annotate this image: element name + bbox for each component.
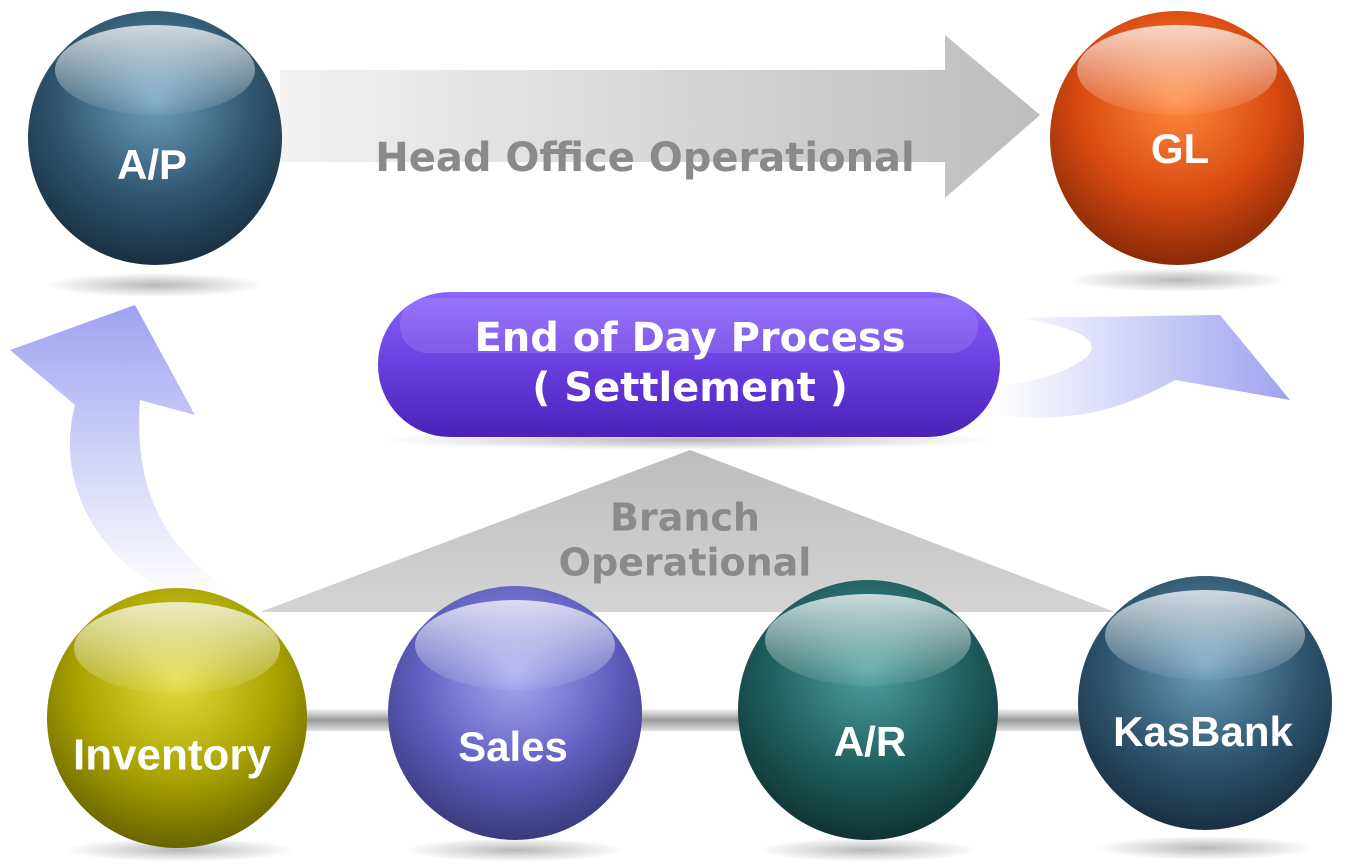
head-office-label: Head Office Operational	[375, 135, 915, 181]
ap-label: A/P	[117, 141, 187, 188]
settlement-subtitle: ( Settlement )	[532, 365, 848, 411]
settlement-title: End of Day Process	[474, 315, 905, 361]
settlement-to-gl-arrow	[995, 315, 1290, 418]
kasbank-label: KasBank	[1113, 708, 1293, 755]
ar-label: A/R	[834, 718, 906, 765]
branch-label-line2: Operational	[559, 541, 812, 585]
gl-label: GL	[1151, 125, 1209, 172]
branch-operational-arrow	[260, 450, 1115, 612]
branch-label-line1: Branch	[610, 496, 760, 540]
kasbank-module	[1078, 576, 1332, 860]
ap-module	[28, 11, 282, 297]
settlement-process-box	[378, 292, 1000, 450]
head-office-arrow	[280, 35, 1040, 198]
inventory-to-ap-arrow	[10, 305, 230, 595]
inventory-label: Inventory	[73, 731, 272, 780]
inventory-module	[47, 588, 307, 862]
sales-label: Sales	[458, 723, 568, 770]
sales-module	[388, 586, 642, 862]
ar-module	[738, 580, 998, 862]
gl-module	[1050, 11, 1304, 292]
